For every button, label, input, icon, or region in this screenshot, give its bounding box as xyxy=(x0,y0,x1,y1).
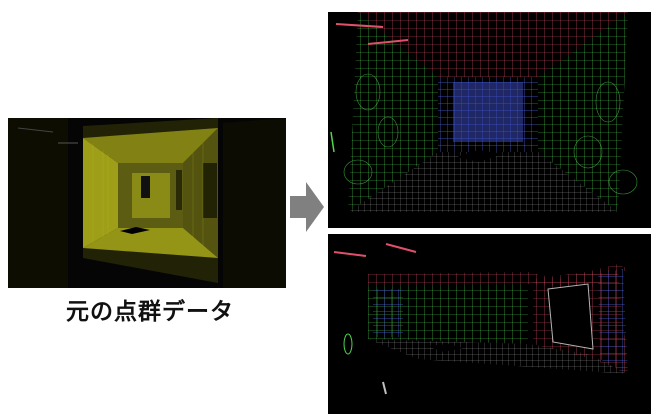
wireframe-corridor-top xyxy=(328,12,651,228)
original-point-cloud-image xyxy=(8,118,286,288)
right-arrow-icon xyxy=(290,182,324,232)
wireframe-corridor-bottom xyxy=(328,234,651,414)
reconstructed-view-top xyxy=(328,12,651,228)
point-cloud-corridor xyxy=(8,118,286,288)
reconstructed-view-bottom xyxy=(328,234,651,414)
caption-original-point-cloud: 元の点群データ xyxy=(66,299,234,325)
